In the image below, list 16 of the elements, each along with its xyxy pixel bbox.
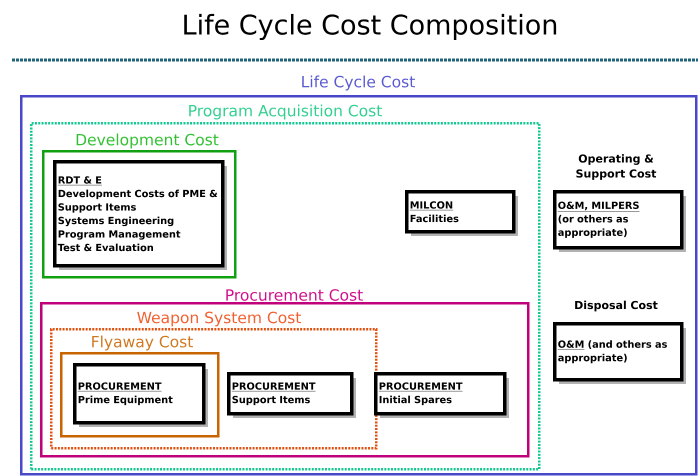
cost-box: O&M, MILPERS (or others as appropriate)	[553, 190, 686, 252]
group-heading: Disposal Cost	[575, 300, 658, 312]
group-heading: Program Acquisition Cost	[189, 104, 382, 120]
cost-box: MILCON Facilities	[405, 190, 518, 236]
group-heading: Procurement Cost	[226, 289, 363, 301]
group-heading: Flyaway Cost	[92, 336, 193, 350]
cost-box: O&M (and others as appropriate)	[553, 322, 686, 384]
title: Life Cycle Cost Composition	[184, 14, 556, 40]
group-heading: Operating & Support Cost	[576, 154, 656, 180]
group-heading: Life Cycle Cost	[302, 76, 415, 90]
cost-box: PROCUREMENT Prime Equipment	[73, 363, 208, 427]
group-heading: Development Cost	[76, 134, 218, 148]
group-heading: Weapon System Cost	[137, 312, 301, 326]
cost-box: PROCUREMENT Support Items	[227, 372, 356, 418]
cost-box: RDT & E Development Costs of PME & Support Items Systems Engineering Program Management Test & Evaluation	[53, 160, 227, 270]
cost-box: PROCUREMENT Initial Spares	[374, 372, 509, 418]
